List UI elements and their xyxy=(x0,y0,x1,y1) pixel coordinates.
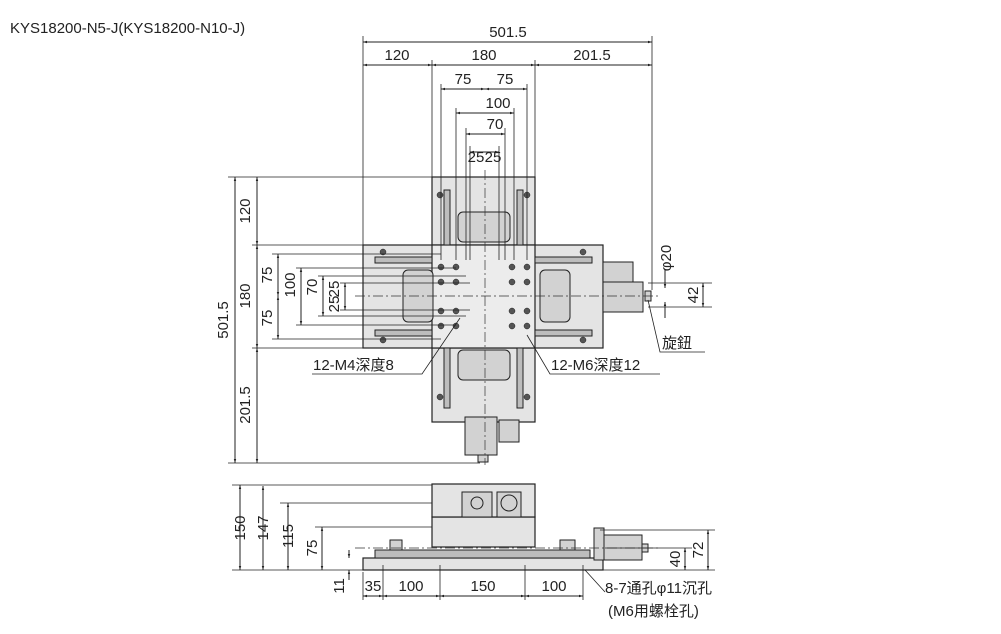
dim-bottom-100a: 100 xyxy=(398,578,423,595)
bottom-knob xyxy=(477,454,489,463)
dim-42: 42 xyxy=(685,287,702,304)
dim-top-25a: 25 xyxy=(468,149,485,166)
dim-left-75a: 75 xyxy=(259,267,276,284)
dim-top-overall: 501.5 xyxy=(489,24,527,41)
dim-top-75b: 75 xyxy=(497,71,514,88)
bottom-motor xyxy=(498,419,520,443)
dim-left-75b: 75 xyxy=(259,310,276,327)
label-through-holes: 8-7通孔φ11沉孔 xyxy=(605,580,712,597)
right-dimensions: φ20 42 旋鈕 12-M4深度8 12-M6深度12 xyxy=(312,245,712,375)
top-dimensions: 501.5 120 180 201.5 75 75 100 70 25 25 xyxy=(362,24,653,290)
dim-top-middle: 180 xyxy=(471,47,496,64)
dim-side-115: 115 xyxy=(280,524,297,548)
dim-bottom-100b: 100 xyxy=(541,578,566,595)
dim-left-25b: 25 xyxy=(326,296,343,313)
dim-top-right: 201.5 xyxy=(573,47,611,64)
right-motor-body xyxy=(602,281,644,313)
dim-top-75a: 75 xyxy=(455,71,472,88)
dim-side-40: 40 xyxy=(667,551,684,568)
dim-side-75: 75 xyxy=(304,540,321,557)
dim-top-100: 100 xyxy=(485,95,510,112)
dim-side-147: 147 xyxy=(255,515,272,540)
label-m6-holes: 12-M6深度12 xyxy=(551,357,640,374)
side-view xyxy=(355,483,660,571)
dim-top-70: 70 xyxy=(487,116,504,133)
dim-side-11: 11 xyxy=(331,578,348,594)
dim-left-25a: 25 xyxy=(326,281,343,298)
side-dimensions: 150 147 115 75 11 35 100 150 100 40 72 8… xyxy=(232,484,715,620)
dim-left-180: 180 xyxy=(237,283,254,308)
dim-left-201-5: 201.5 xyxy=(237,386,254,424)
label-m4-holes: 12-M4深度8 xyxy=(313,357,394,374)
bottom-motor-body xyxy=(464,416,498,456)
top-view xyxy=(355,170,660,465)
dim-phi20: φ20 xyxy=(658,245,675,271)
dim-bottom-35: 35 xyxy=(365,578,382,595)
dim-left-100: 100 xyxy=(282,272,299,297)
drawing-title: KYS18200-N5-J(KYS18200-N10-J) xyxy=(10,20,245,37)
lower-stage-block xyxy=(431,516,536,548)
dim-left-120: 120 xyxy=(237,198,254,223)
label-knob: 旋鈕 xyxy=(662,335,692,352)
left-dimensions: 501.5 120 180 201.5 75 75 100 70 25 25 xyxy=(215,176,480,464)
dim-side-150: 150 xyxy=(232,515,249,540)
dim-top-left: 120 xyxy=(384,47,409,64)
dim-side-72: 72 xyxy=(690,542,707,559)
center-table xyxy=(431,244,536,349)
base-plate xyxy=(362,557,604,571)
right-motor xyxy=(602,261,634,285)
dim-left-overall: 501.5 xyxy=(215,301,232,339)
side-motor xyxy=(603,534,643,561)
dim-left-70: 70 xyxy=(304,279,321,296)
dim-top-25b: 25 xyxy=(485,149,502,166)
label-bolt-holes: (M6用螺栓孔) xyxy=(608,603,699,620)
dim-bottom-150: 150 xyxy=(470,578,495,595)
